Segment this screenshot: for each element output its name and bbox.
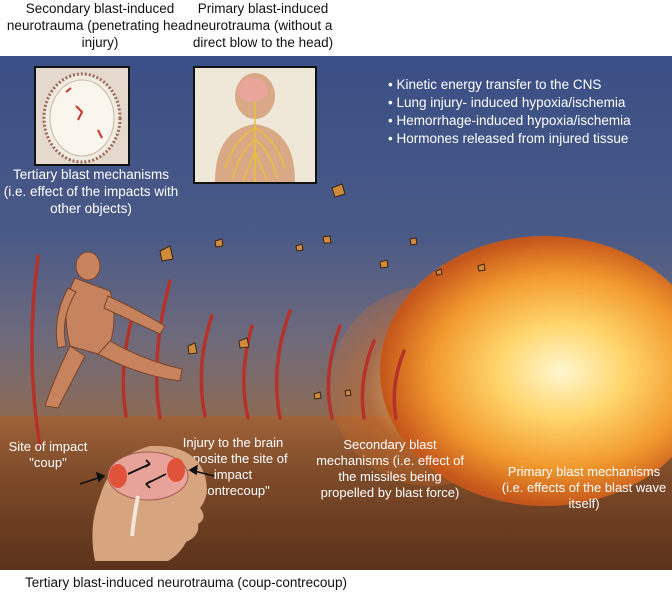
secondary-neurotrauma-caption: Secondary blast-induced neurotrauma (pen…	[0, 0, 200, 51]
tertiary-neurotrauma-caption: Tertiary blast-induced neurotrauma (coup…	[0, 574, 372, 591]
blast-arc-4	[201, 316, 212, 416]
contrecoup-text: Injury to the brain opposite the site of…	[178, 435, 287, 498]
site-of-impact-caption: Site of impact "coup"	[2, 439, 94, 471]
primary-mechanisms-caption: Primary blast mechanisms (i.e. effects o…	[498, 464, 670, 512]
blast-arc-3	[157, 281, 170, 418]
list-item: Lung injury- induced hypoxia/ischemia	[388, 94, 631, 112]
primary-neurotrauma-text: Primary blast-induced neurotrauma (witho…	[193, 1, 333, 50]
blast-arc-8	[362, 341, 374, 418]
blast-scene: Kinetic energy transfer to the CNS Lung …	[0, 56, 672, 570]
primary-neurotrauma-caption: Primary blast-induced neurotrauma (witho…	[183, 0, 343, 51]
contrecoup-caption: Injury to the brain opposite the site of…	[178, 435, 288, 499]
tertiary-mechanisms-text: Tertiary blast mechanisms (i.e. effect o…	[4, 167, 179, 216]
secondary-neurotrauma-text: Secondary blast-induced neurotrauma (pen…	[7, 1, 193, 50]
list-item: Hormones released from injured tissue	[388, 130, 631, 148]
mechanisms-list: Kinetic energy transfer to the CNS Lung …	[388, 76, 631, 148]
blast-arc-9	[394, 351, 404, 418]
tertiary-neurotrauma-text: Tertiary blast-induced neurotrauma (coup…	[25, 575, 347, 590]
nervous-system-inset	[193, 66, 317, 184]
secondary-mechanisms-text: Secondary blast mechanisms (i.e. effect …	[316, 437, 464, 500]
blast-arc-6	[277, 311, 290, 418]
skull-icon	[36, 68, 128, 164]
list-item: Hemorrhage-induced hypoxia/ischemia	[388, 112, 631, 130]
tertiary-mechanisms-caption: Tertiary blast mechanisms (i.e. effect o…	[2, 166, 180, 217]
list-item: Kinetic energy transfer to the CNS	[388, 76, 631, 94]
skull-inset	[34, 66, 130, 166]
primary-mechanisms-text: Primary blast mechanisms (i.e. effects o…	[502, 464, 667, 511]
blast-arc-7	[328, 326, 340, 418]
blast-arc-1	[32, 256, 40, 446]
nervous-system-icon	[195, 68, 315, 182]
person-icon	[45, 252, 182, 408]
debris-icon	[160, 184, 485, 399]
site-of-impact-text: Site of impact "coup"	[9, 439, 88, 470]
secondary-mechanisms-caption: Secondary blast mechanisms (i.e. effect …	[316, 437, 464, 501]
